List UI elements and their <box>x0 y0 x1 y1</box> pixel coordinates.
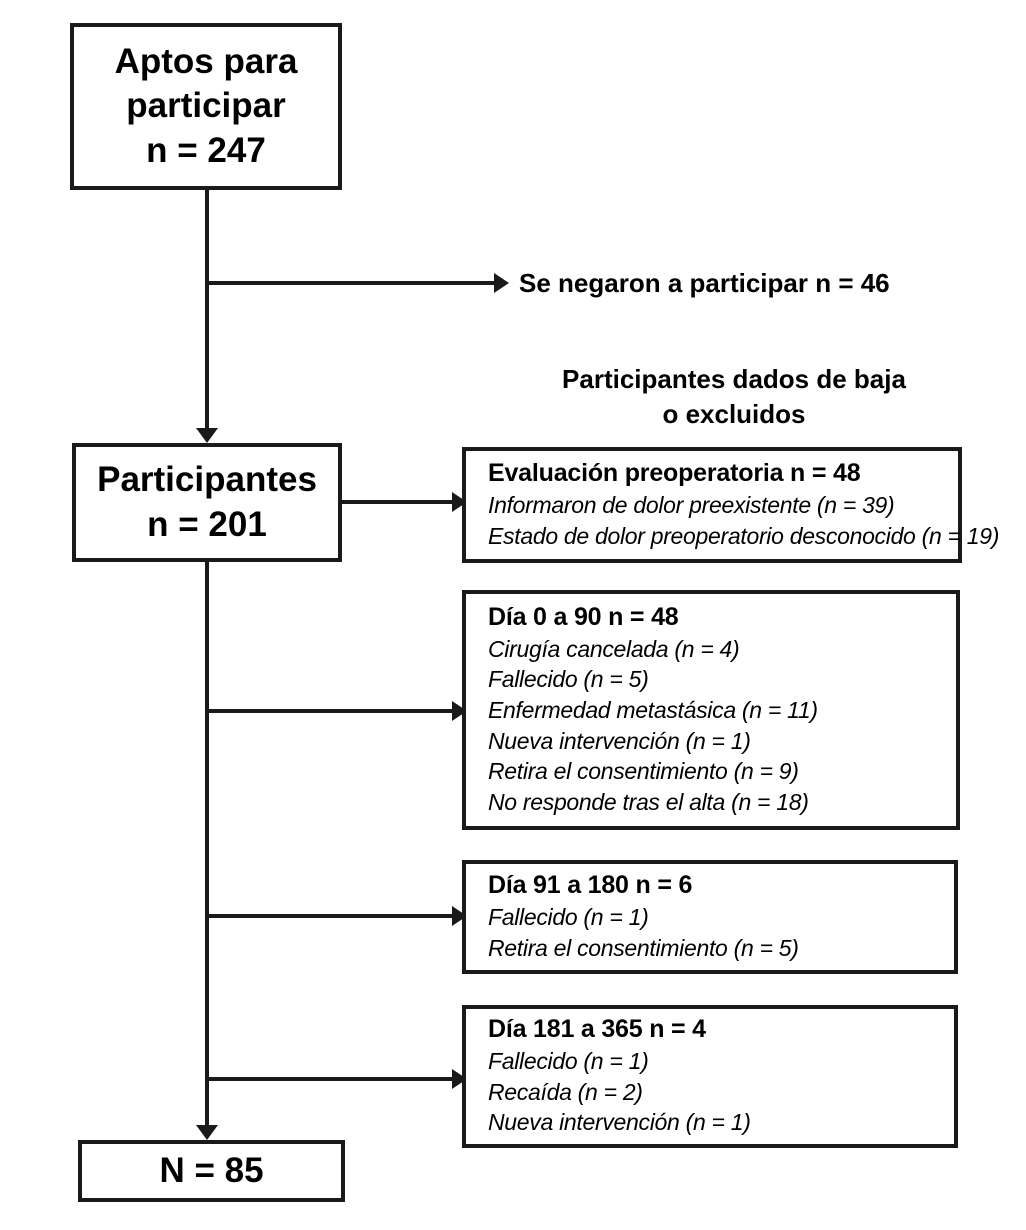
exclusion-box-item: Fallecido (n = 1) <box>488 903 649 930</box>
exclusion-box-item: No responde tras el alta (n = 18) <box>488 788 809 815</box>
exclusion-box-item: Enfermedad metastásica (n = 11) <box>488 696 818 723</box>
arrowhead-into-participants <box>196 428 218 443</box>
label-excluded-heading: Participantes dados de baja o excluidos <box>534 362 934 432</box>
exclusion-box-item: Recaída (n = 2) <box>488 1078 643 1105</box>
arrowhead-into-final <box>196 1125 218 1140</box>
exclusion-box-item: Fallecido (n = 5) <box>488 666 649 693</box>
connector-exclusion-3 <box>205 914 470 918</box>
exclusion-box-item: Nueva intervención (n = 1) <box>488 727 751 754</box>
label-excluded-heading-line-2: o excluidos <box>662 399 806 430</box>
node-participants-line-1: Participantes <box>97 459 317 499</box>
exclusion-box-item: Estado de dolor preoperatorio desconocid… <box>488 522 1000 549</box>
connector-exclusion-2 <box>205 709 470 713</box>
exclusion-box-title: Día 91 a 180 n = 6 <box>488 870 693 899</box>
connector-exclusion-4 <box>205 1077 470 1081</box>
node-final: N = 85 <box>78 1140 345 1202</box>
exclusion-box-day-91-180: Día 91 a 180 n = 6 Fallecido (n = 1) Ret… <box>462 860 958 974</box>
exclusion-box-title: Día 181 a 365 n = 4 <box>488 1015 706 1044</box>
exclusion-box-item: Retira el consentimiento (n = 9) <box>488 758 799 785</box>
node-participants: Participantes n = 201 <box>72 443 342 562</box>
node-participants-line-2: n = 201 <box>147 504 267 544</box>
node-final-line-1: N = 85 <box>159 1150 264 1190</box>
exclusion-box-item: Fallecido (n = 1) <box>488 1048 649 1075</box>
exclusion-box-item: Cirugía cancelada (n = 4) <box>488 635 740 662</box>
connector-eligible-to-participants <box>205 190 209 428</box>
exclusion-box-title: Día 0 a 90 n = 48 <box>488 602 679 631</box>
connector-refused <box>205 281 496 285</box>
node-eligible-line-3: n = 247 <box>146 130 266 170</box>
label-refused: Se negaron a participar n = 46 <box>519 268 890 298</box>
exclusion-box-item: Retira el consentimiento (n = 5) <box>488 934 799 961</box>
node-eligible: Aptos para participar n = 247 <box>70 23 342 190</box>
exclusion-box-title: Evaluación preoperatoria n = 48 <box>488 458 861 487</box>
exclusion-box-preoperative: Evaluación preoperatoria n = 48 Informar… <box>462 447 999 563</box>
connector-participants-to-exclusion-1 <box>342 500 470 504</box>
label-excluded-heading-line-1: Participantes dados de baja <box>562 364 906 394</box>
node-eligible-line-2: participar <box>126 86 286 126</box>
node-eligible-line-1: Aptos para <box>114 42 298 82</box>
arrowhead-refused <box>494 273 509 293</box>
exclusion-box-item: Informaron de dolor preexistente (n = 39… <box>488 491 895 518</box>
exclusion-box-item: Nueva intervención (n = 1) <box>488 1109 751 1136</box>
exclusion-box-day-181-365: Día 181 a 365 n = 4 Fallecido (n = 1) Re… <box>462 1005 958 1148</box>
exclusion-box-day-0-90: Día 0 a 90 n = 48 Cirugía cancelada (n =… <box>462 590 960 830</box>
connector-participants-to-final <box>205 562 209 1125</box>
